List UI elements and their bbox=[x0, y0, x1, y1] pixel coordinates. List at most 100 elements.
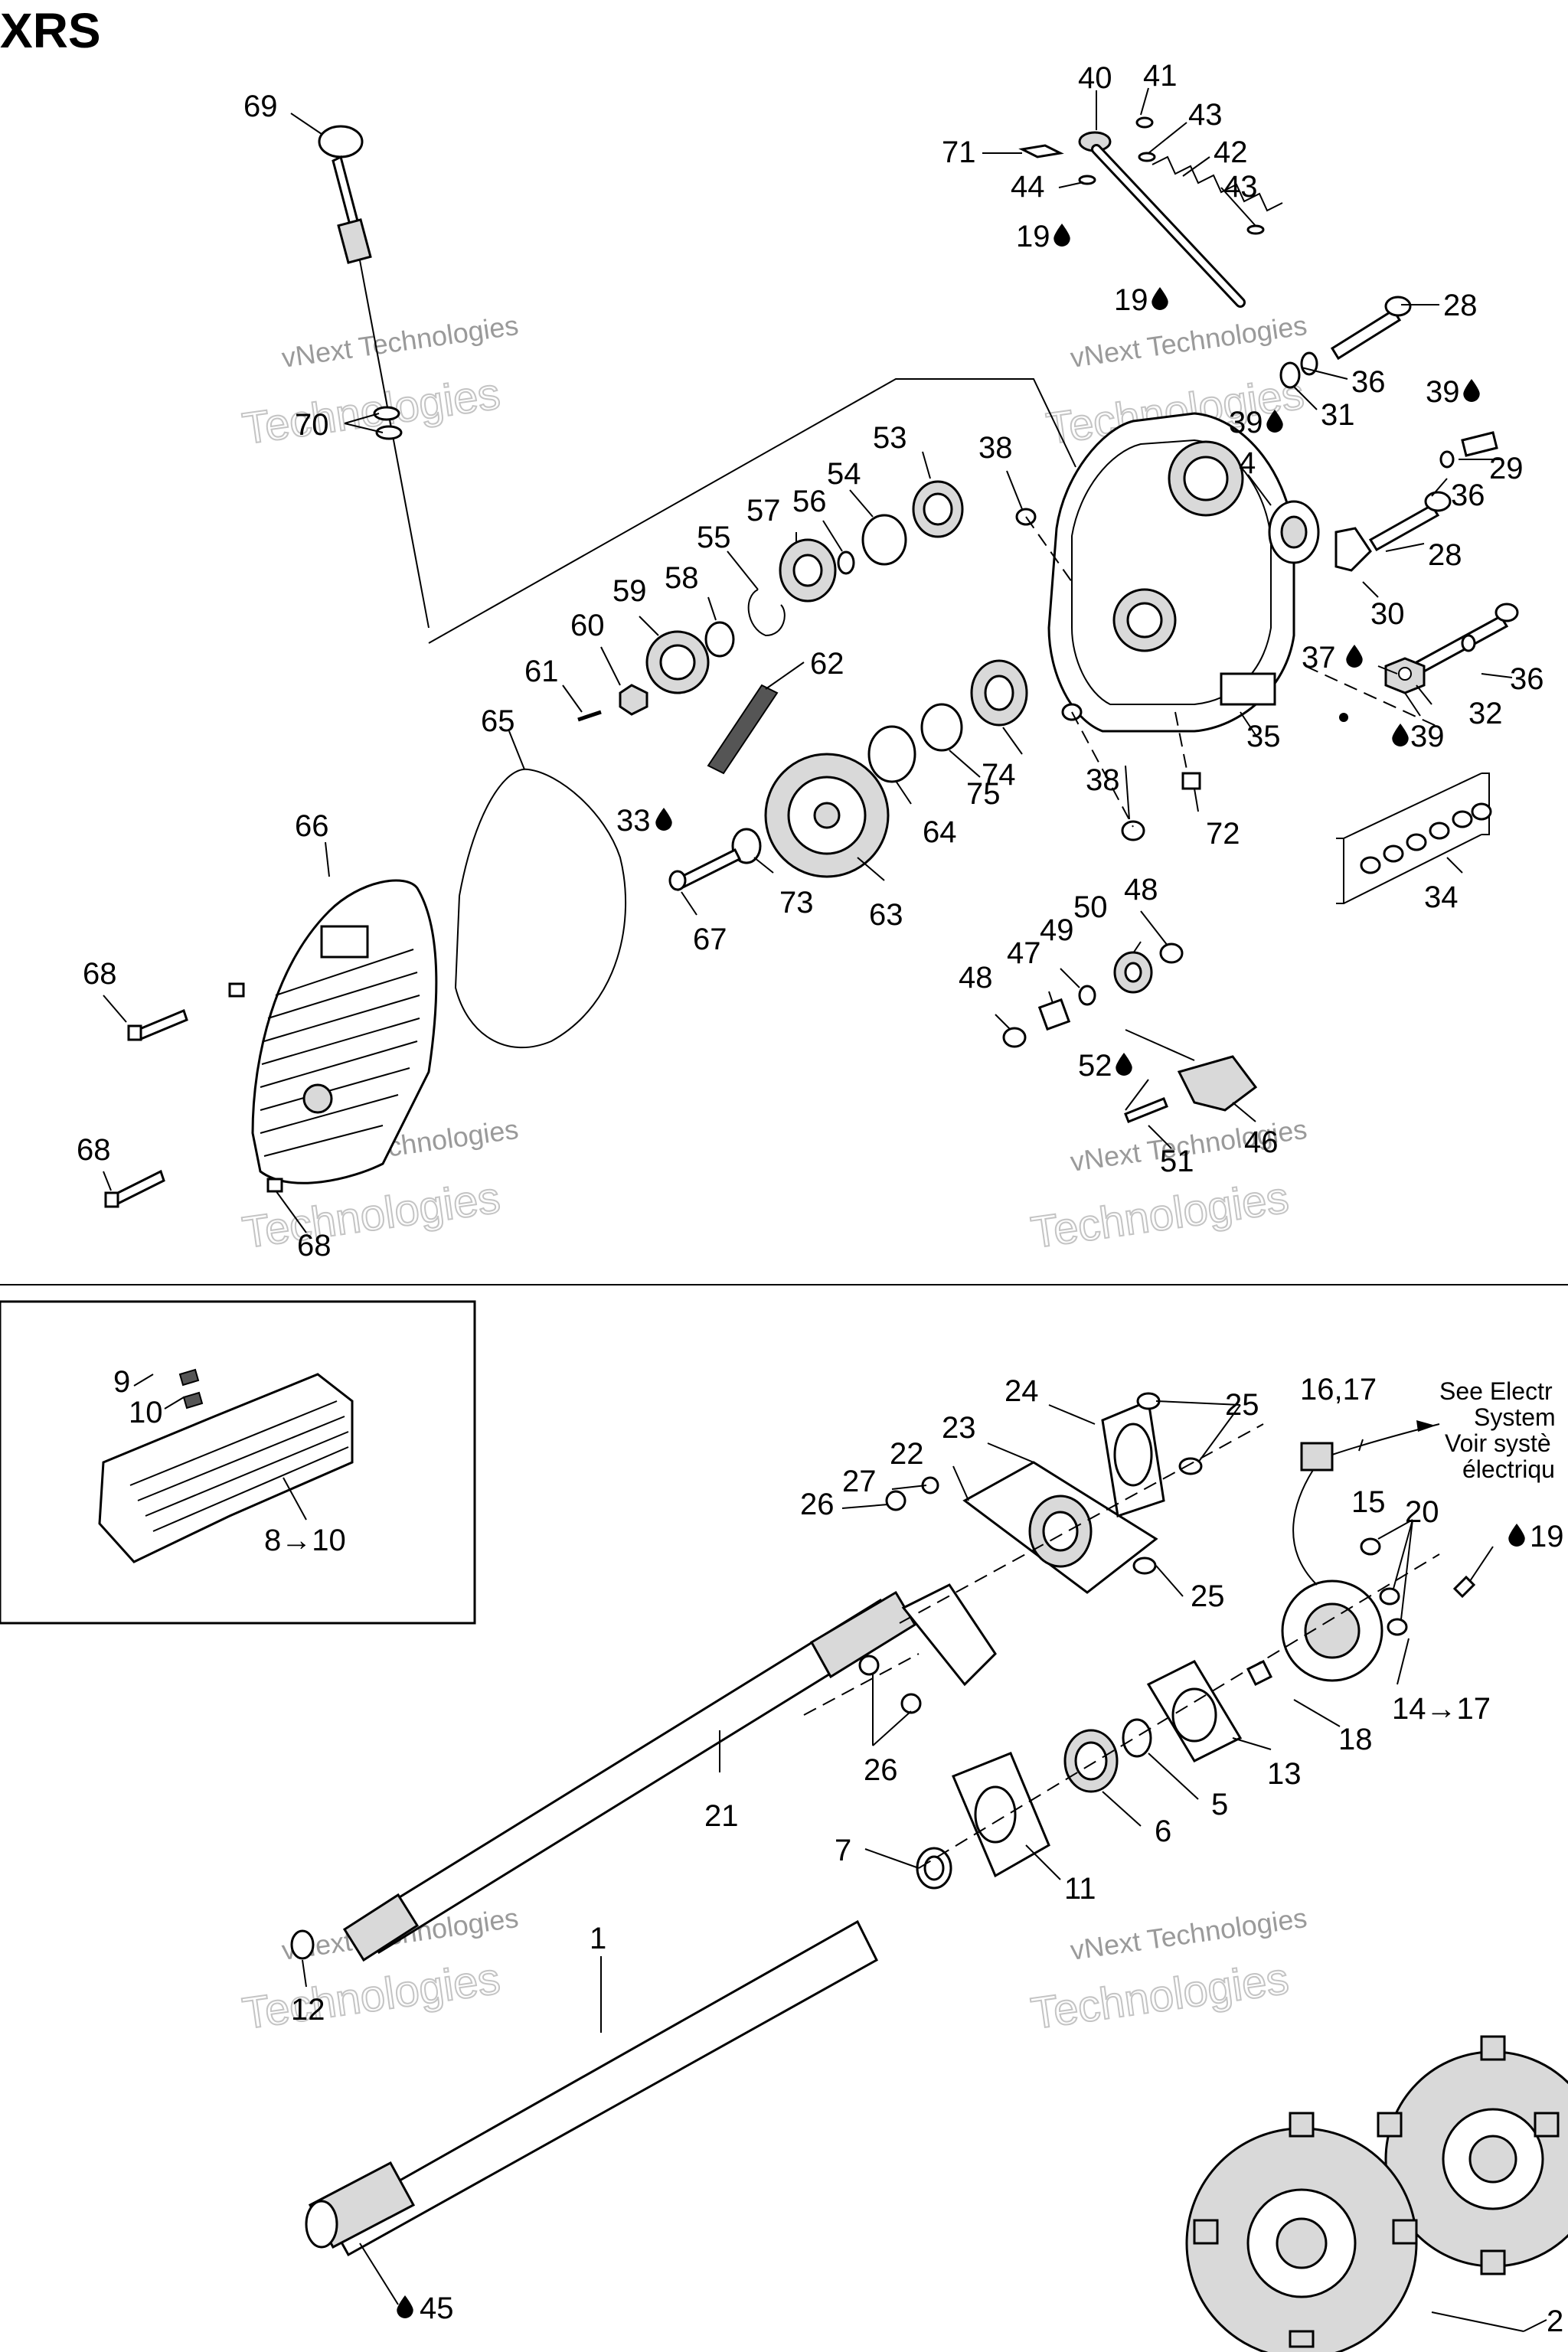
callout-29: 29 bbox=[1489, 452, 1524, 485]
callout-48b: 48 bbox=[959, 961, 993, 995]
svg-text:Technologies: Technologies bbox=[1028, 1172, 1292, 1257]
callout-61: 61 bbox=[524, 655, 559, 688]
oil-drop-icon bbox=[397, 2295, 413, 2318]
callout-25b: 25 bbox=[1191, 1579, 1225, 1613]
leader-lines bbox=[103, 87, 1513, 2305]
callout-21: 21 bbox=[704, 1799, 739, 1833]
svg-text:Technologies: Technologies bbox=[240, 368, 503, 453]
callout-47: 47 bbox=[1007, 936, 1041, 970]
callout-23: 23 bbox=[942, 1411, 976, 1445]
diagram-title: XRS bbox=[0, 3, 101, 58]
svg-text:vNext Technologies: vNext Technologies bbox=[1068, 309, 1308, 374]
callout-13: 13 bbox=[1267, 1757, 1302, 1791]
callout-68b: 68 bbox=[77, 1133, 111, 1167]
callout-38a: 38 bbox=[978, 431, 1013, 465]
callout-39a: 39 bbox=[1229, 406, 1263, 439]
callout-58: 58 bbox=[665, 561, 699, 595]
callout-20: 20 bbox=[1405, 1495, 1439, 1529]
callout-16-17: 16,17 bbox=[1300, 1373, 1377, 1406]
callout-11: 11 bbox=[1064, 1872, 1096, 1906]
callout-71: 71 bbox=[942, 136, 976, 169]
callout-57: 57 bbox=[746, 494, 781, 528]
callout-45: 45 bbox=[420, 2292, 454, 2325]
oil-drop-icon bbox=[1346, 645, 1363, 668]
callout-59: 59 bbox=[612, 574, 647, 608]
callout-27: 27 bbox=[842, 1465, 877, 1498]
callout-1: 1 bbox=[590, 1922, 606, 1955]
callout-6: 6 bbox=[1155, 1815, 1171, 1848]
callout-36b: 36 bbox=[1451, 479, 1485, 512]
callout-9: 9 bbox=[113, 1365, 130, 1399]
callout-15: 15 bbox=[1351, 1485, 1386, 1519]
oil-drop-icon bbox=[1463, 379, 1480, 402]
callout-46: 46 bbox=[1244, 1125, 1279, 1159]
oil-drop-icon bbox=[1054, 224, 1070, 247]
callout-63: 63 bbox=[869, 898, 903, 932]
callout-35: 35 bbox=[1246, 720, 1281, 753]
callout-37: 37 bbox=[1302, 641, 1336, 675]
drive-axle-assembly bbox=[98, 1368, 1568, 2352]
callout-49: 49 bbox=[1040, 913, 1074, 947]
callout-28a: 28 bbox=[1443, 289, 1478, 322]
callout-53: 53 bbox=[873, 421, 907, 455]
callout-28b: 28 bbox=[1428, 538, 1462, 572]
callout-26a: 26 bbox=[800, 1488, 835, 1521]
callout-14-17: 14→17 bbox=[1392, 1692, 1491, 1726]
callout-18: 18 bbox=[1338, 1723, 1373, 1756]
callout-68a: 68 bbox=[83, 957, 117, 991]
callout-7: 7 bbox=[835, 1834, 851, 1867]
callout-39b: 39 bbox=[1426, 375, 1460, 409]
callout-42: 42 bbox=[1214, 136, 1248, 169]
oil-drop-icon bbox=[655, 808, 672, 831]
oil-drop-icon bbox=[1152, 287, 1168, 310]
callout-64: 64 bbox=[923, 815, 957, 849]
svg-text:vNext Technologies: vNext Technologies bbox=[279, 309, 520, 374]
callout-39c: 39 bbox=[1410, 720, 1445, 753]
callout-54: 54 bbox=[827, 457, 861, 491]
oil-drop-icon bbox=[1508, 1524, 1525, 1547]
callout-62: 62 bbox=[810, 647, 844, 681]
chaincase-assembly bbox=[104, 116, 1519, 1208]
see-electrical-note: See Electr System Voir systè électriqu bbox=[1416, 1377, 1556, 1483]
track-inset-box bbox=[0, 1300, 476, 1625]
callout-66: 66 bbox=[295, 809, 329, 843]
callout-19c: 19 bbox=[1530, 1520, 1564, 1553]
callout-12: 12 bbox=[291, 1993, 325, 2027]
callout-72: 72 bbox=[1206, 817, 1240, 851]
callout-24: 24 bbox=[1004, 1374, 1039, 1408]
callout-30: 30 bbox=[1370, 597, 1405, 631]
svg-text:Technologies: Technologies bbox=[1028, 1953, 1292, 2038]
callout-2: 2 bbox=[1547, 2305, 1563, 2338]
callout-56: 56 bbox=[792, 485, 827, 518]
callout-38b: 38 bbox=[1086, 763, 1120, 797]
callout-25a: 25 bbox=[1225, 1388, 1259, 1422]
callout-19b: 19 bbox=[1114, 283, 1148, 317]
svg-text:Technologies: Technologies bbox=[240, 1953, 503, 2038]
callout-70: 70 bbox=[295, 408, 329, 442]
oil-drop-icon bbox=[1392, 724, 1409, 746]
svg-text:See Electr: See Electr bbox=[1439, 1377, 1553, 1405]
svg-text:System: System bbox=[1474, 1403, 1556, 1431]
callout-44: 44 bbox=[1011, 170, 1045, 204]
callout-19a: 19 bbox=[1016, 220, 1050, 253]
callout-67: 67 bbox=[693, 923, 727, 956]
callout-10: 10 bbox=[129, 1396, 163, 1429]
callout-55: 55 bbox=[697, 521, 731, 554]
callout-52: 52 bbox=[1078, 1049, 1112, 1083]
callout-75: 75 bbox=[966, 777, 1001, 811]
callout-34: 34 bbox=[1424, 880, 1459, 914]
callout-4: 4 bbox=[1239, 446, 1256, 480]
callout-36a: 36 bbox=[1351, 365, 1386, 399]
callout-8-10: 8→10 bbox=[264, 1524, 346, 1557]
callout-68c: 68 bbox=[297, 1229, 332, 1263]
callout-31: 31 bbox=[1321, 398, 1355, 432]
callout-60: 60 bbox=[570, 609, 605, 642]
oil-drop-icon bbox=[1116, 1053, 1132, 1076]
callout-5: 5 bbox=[1211, 1788, 1228, 1821]
callout-51: 51 bbox=[1160, 1145, 1194, 1178]
callout-43a: 43 bbox=[1188, 98, 1223, 132]
callout-50: 50 bbox=[1073, 890, 1108, 924]
svg-text:Voir systè: Voir systè bbox=[1445, 1429, 1551, 1457]
callout-69: 69 bbox=[243, 90, 278, 123]
